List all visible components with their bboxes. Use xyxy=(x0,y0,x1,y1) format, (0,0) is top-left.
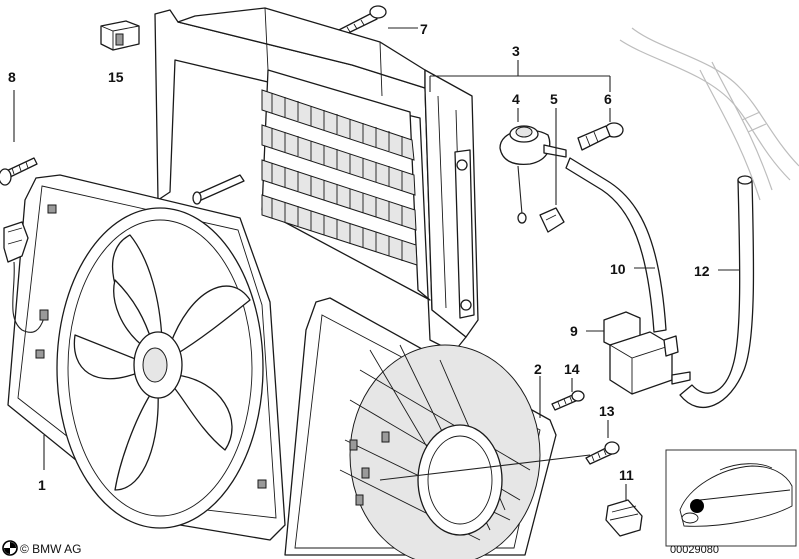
label-part-15: 15 xyxy=(108,69,124,85)
part-4-vacuum-unit xyxy=(499,108,567,224)
label-part-13: 13 xyxy=(599,403,615,419)
car-location-inset-icon xyxy=(665,449,797,547)
part-3-leader xyxy=(429,60,611,92)
label-part-5: 5 xyxy=(550,91,558,107)
part-6-rivet xyxy=(577,108,624,151)
part-9-solenoid-valve xyxy=(586,311,691,395)
part-5-clip xyxy=(539,108,565,233)
part-14-screw xyxy=(551,378,585,411)
part-2-fan-shroud xyxy=(284,297,557,559)
label-part-10: 10 xyxy=(610,261,626,277)
label-part-6: 6 xyxy=(604,91,612,107)
part-8-screw xyxy=(0,90,38,186)
part-11-clamp xyxy=(605,484,643,537)
part-10-hose xyxy=(565,157,667,333)
copyright-text: © BMW AG xyxy=(20,542,82,556)
ghost-pipe xyxy=(619,27,799,201)
label-part-9: 9 xyxy=(570,323,578,339)
part-13-screw xyxy=(379,420,620,481)
label-part-14: 14 xyxy=(564,361,580,377)
label-part-12: 12 xyxy=(694,263,710,279)
part-15-clip xyxy=(100,20,140,51)
image-code: 00029080 xyxy=(670,544,719,556)
label-part-1: 1 xyxy=(38,477,46,493)
radiator-frame xyxy=(154,7,479,353)
label-part-7: 7 xyxy=(420,21,428,37)
label-part-8: 8 xyxy=(8,69,16,85)
label-part-3: 3 xyxy=(512,43,520,59)
label-part-11: 11 xyxy=(619,467,634,483)
label-part-2: 2 xyxy=(534,361,542,377)
label-part-4: 4 xyxy=(512,91,520,107)
bmw-roundel-icon xyxy=(2,540,18,556)
part-12-hose xyxy=(679,175,755,409)
part-1-fan-shroud xyxy=(3,174,286,541)
